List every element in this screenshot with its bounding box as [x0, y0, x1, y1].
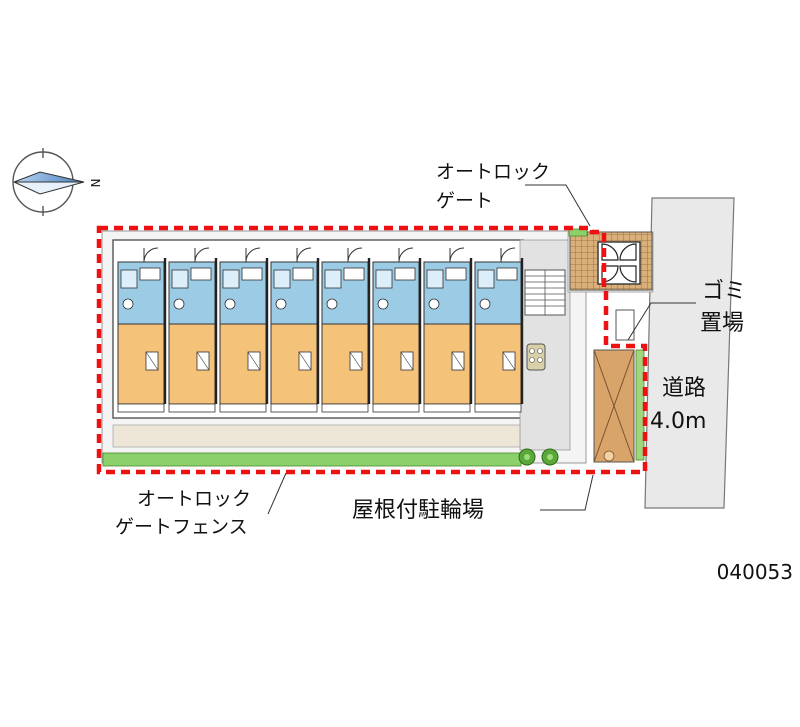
unit-balcony — [117, 403, 165, 413]
unit-toilet — [428, 298, 440, 310]
unit-kitchen — [139, 267, 161, 281]
unit-balcony — [168, 403, 216, 413]
label-road-line2: 4.0m — [650, 409, 706, 434]
unit-toilet — [224, 298, 236, 310]
unit-closet-mark — [502, 351, 516, 371]
compass-icon: N — [12, 148, 102, 216]
label-auto-lock-fence-line1: オートロック — [137, 488, 251, 510]
label-road-line1: 道路 — [662, 376, 706, 401]
unit-balcony — [423, 403, 471, 413]
unit-balcony — [372, 403, 420, 413]
unit-bath — [171, 269, 189, 289]
unit-toilet — [173, 298, 185, 310]
garbage-area — [615, 309, 635, 341]
unit-bath — [477, 269, 495, 289]
unit-closet-mark — [145, 351, 159, 371]
unit-balcony — [474, 403, 522, 413]
unit-closet-mark — [196, 351, 210, 371]
apartment-units — [117, 247, 524, 413]
unit-kitchen — [445, 267, 467, 281]
unit-bath — [273, 269, 291, 289]
compass-north-letter: N — [88, 179, 102, 188]
unit-toilet — [275, 298, 287, 310]
unit-kitchen — [343, 267, 365, 281]
unit-balcony — [270, 403, 318, 413]
unit-toilet — [122, 298, 134, 310]
label-auto-lock-gate-line1: オートロック — [436, 161, 550, 183]
property-id: 040053 — [717, 560, 793, 584]
unit-closet-mark — [349, 351, 363, 371]
covered-bicycle-parking — [593, 349, 645, 463]
unit-balcony — [321, 403, 369, 413]
label-bicycle-parking: 屋根付駐輪場 — [352, 498, 484, 523]
hedge — [102, 448, 559, 467]
staircase — [524, 269, 566, 316]
unit-closet-mark — [400, 351, 414, 371]
auto-lock-gate — [568, 228, 653, 291]
unit-toilet — [377, 298, 389, 310]
unit-kitchen — [496, 267, 518, 281]
unit-kitchen — [292, 267, 314, 281]
label-garbage-line1: ゴミ — [702, 279, 746, 304]
unit-toilet — [326, 298, 338, 310]
unit-toilet — [479, 298, 491, 310]
unit-closet-mark — [298, 351, 312, 371]
road — [644, 197, 735, 509]
label-auto-lock-fence-line2: ゲートフェンス — [115, 516, 248, 538]
unit-bath — [426, 269, 444, 289]
label-garbage-line2: 置場 — [700, 311, 744, 336]
unit-balcony — [219, 403, 267, 413]
unit-bath — [120, 269, 138, 289]
label-auto-lock-gate-line2: ゲート — [436, 190, 493, 212]
property-boundary — [96, 225, 648, 475]
unit-bath — [375, 269, 393, 289]
unit-bath — [324, 269, 342, 289]
unit-closet-mark — [247, 351, 261, 371]
unit-kitchen — [394, 267, 416, 281]
unit-closet-mark — [451, 351, 465, 371]
leader-lines — [267, 184, 696, 515]
unit-kitchen — [190, 267, 212, 281]
mailbox-icon — [526, 343, 546, 371]
unit-kitchen — [241, 267, 263, 281]
unit-bath — [222, 269, 240, 289]
